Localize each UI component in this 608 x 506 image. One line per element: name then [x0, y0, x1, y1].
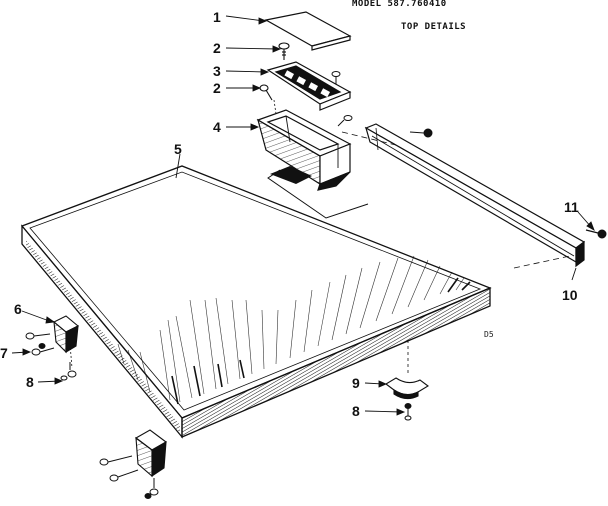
- callout-6: 6: [14, 301, 22, 317]
- front-bracket: [135, 429, 167, 478]
- callout-11: 11: [564, 199, 579, 215]
- leader-lines: [11, 15, 595, 416]
- model-number: MODEL 587.760410: [352, 0, 447, 9]
- part-7-screws: [25, 332, 55, 356]
- console-right-screw: [337, 115, 353, 127]
- panel-side-screw: [331, 71, 341, 84]
- callout-2-upper: 2: [213, 40, 221, 56]
- part-11-screw: [585, 229, 607, 239]
- callout-7: 7: [0, 345, 8, 361]
- callout-1: 1: [213, 9, 221, 25]
- callout-4: 4: [213, 119, 221, 135]
- callout-3: 3: [213, 63, 221, 79]
- part-1-cover-plate: [264, 11, 352, 51]
- part-4-console-housing: [256, 109, 352, 191]
- callout-9: 9: [352, 375, 360, 391]
- part-3-control-panel: [266, 61, 352, 111]
- section-title: TOP DETAILS: [401, 22, 467, 32]
- part-2-screw-lower: [259, 84, 273, 101]
- part-6-bracket: [53, 315, 79, 354]
- callout-8-right: 8: [352, 403, 360, 419]
- callout-2-lower: 2: [213, 80, 221, 96]
- part-9-clip: [385, 377, 429, 400]
- callout-10: 10: [562, 287, 578, 303]
- callout-numbers: 1 2 3 2 4 5 6 7 8 9 8 10 11 D5: [0, 9, 579, 419]
- cabinet-top: [20, 165, 492, 439]
- callout-5: 5: [174, 141, 182, 157]
- part-10-rear-trim: [364, 123, 586, 268]
- part-8-screw-right: [404, 403, 412, 421]
- figure-code: D5: [484, 330, 494, 339]
- part-2-screw-upper: [278, 42, 290, 60]
- part-8-screw-left: [60, 362, 77, 381]
- callout-8-left: 8: [26, 374, 34, 390]
- trim-screw-upper: [409, 128, 433, 138]
- front-bracket-screws: [99, 455, 159, 499]
